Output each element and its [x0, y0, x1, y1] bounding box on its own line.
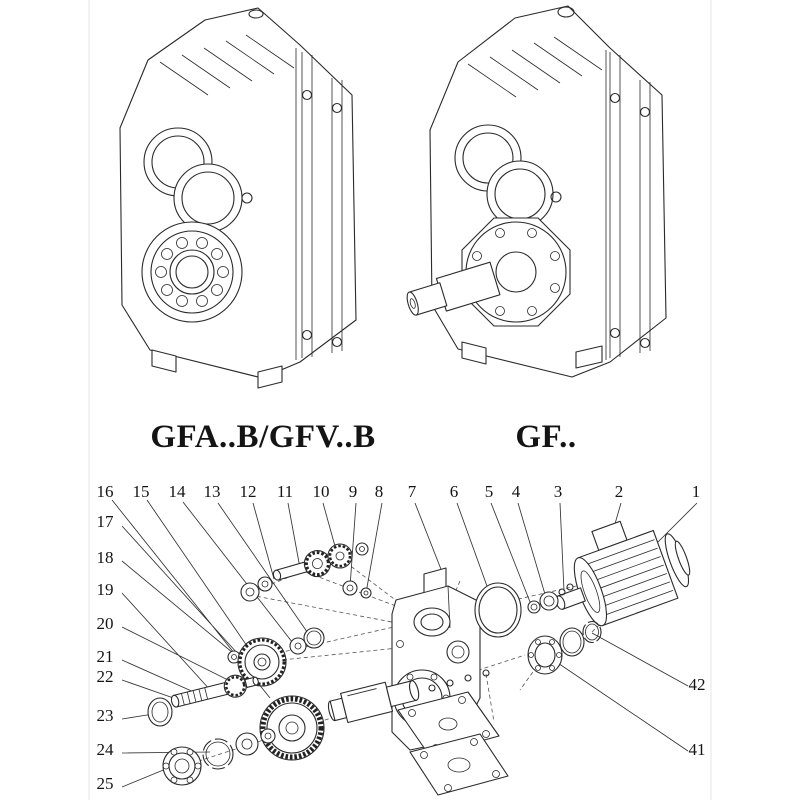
- leader-lines: [111, 499, 698, 788]
- callout-9: 9: [349, 482, 358, 501]
- front-bores: [143, 127, 253, 233]
- callout-6: 6: [450, 482, 459, 501]
- part-input-pinion-cluster: [240, 542, 372, 602]
- callout-15: 15: [133, 482, 150, 501]
- part-bottom-bearing-cluster: [147, 697, 276, 786]
- callout-8: 8: [375, 482, 384, 501]
- callout-numbers: 16 15 14 13 12 11 10 9 8 7 6 5 4 3 2 1 1…: [97, 482, 706, 793]
- part-oring: [474, 582, 522, 638]
- callout-18: 18: [97, 548, 114, 567]
- foot: [257, 365, 283, 389]
- screw-icon: [609, 92, 621, 104]
- eyebolt-hole: [557, 6, 575, 18]
- callout-19: 19: [97, 580, 114, 599]
- screw-icon: [550, 191, 562, 203]
- cooling-fins: [467, 36, 603, 98]
- callout-16: 16: [97, 482, 114, 501]
- exploded-view: [111, 499, 698, 796]
- screw-icon: [301, 329, 313, 341]
- callout-11: 11: [277, 482, 293, 501]
- part-gasket-plates: [397, 691, 509, 796]
- eyebolt-hole: [248, 9, 264, 19]
- output-flange: [461, 217, 571, 327]
- screw-icon: [639, 337, 651, 349]
- gear-unit-drawing-gfab: [119, 7, 357, 389]
- model-label-gf: GF..: [515, 419, 576, 455]
- callout-10: 10: [313, 482, 330, 501]
- part-large-gear: [259, 695, 325, 761]
- bolt-icon: [464, 674, 472, 682]
- callout-1: 1: [692, 482, 701, 501]
- callout-22: 22: [97, 667, 114, 686]
- screw-icon: [301, 89, 313, 101]
- screw-icon: [609, 327, 621, 339]
- bolt-icon: [428, 684, 436, 692]
- callout-14: 14: [169, 482, 187, 501]
- screw-icon: [331, 102, 343, 114]
- callout-23: 23: [97, 706, 114, 725]
- part-motor-rings: [527, 583, 574, 614]
- callout-4: 4: [512, 482, 521, 501]
- bolt-icon: [482, 669, 490, 677]
- foot: [151, 349, 177, 373]
- callout-21: 21: [97, 647, 114, 666]
- cooling-fins: [159, 34, 295, 96]
- foot: [575, 345, 603, 369]
- side-rails: [605, 50, 651, 360]
- callout-41: 41: [689, 740, 706, 759]
- part-bearing-ring-cluster: [527, 620, 602, 675]
- part-intermediate-gear-cluster: [227, 627, 325, 687]
- callout-2: 2: [615, 482, 624, 501]
- foot: [461, 341, 487, 365]
- callout-7: 7: [408, 482, 417, 501]
- callout-13: 13: [204, 482, 221, 501]
- part-bolts: [428, 669, 490, 692]
- callout-25: 25: [97, 774, 114, 793]
- hollow-shaft-bearing: [141, 221, 243, 323]
- part-motor: [555, 520, 691, 627]
- output-shaft-solid: [406, 261, 501, 316]
- front-bores: [454, 124, 562, 228]
- callout-3: 3: [554, 482, 563, 501]
- callout-20: 20: [97, 614, 114, 633]
- bolt-icon: [558, 588, 566, 596]
- model-label-gfab: GFA..B/GFV..B: [150, 419, 375, 455]
- bolt-icon: [566, 583, 574, 591]
- screw-icon: [639, 106, 651, 118]
- part-spline-shaft: [170, 674, 259, 708]
- screw-icon: [241, 192, 253, 204]
- callout-17: 17: [97, 512, 115, 531]
- snap-ring: [202, 738, 234, 770]
- side-rails: [295, 48, 343, 360]
- snap-ring: [582, 620, 602, 644]
- callout-5: 5: [485, 482, 494, 501]
- gear-unit-drawing-gf: [406, 5, 667, 378]
- callout-24: 24: [97, 740, 115, 759]
- callout-12: 12: [240, 482, 257, 501]
- part-output-shaft: [327, 680, 420, 724]
- bolt-icon: [446, 679, 454, 687]
- callout-42: 42: [689, 675, 706, 694]
- screw-icon: [331, 336, 343, 348]
